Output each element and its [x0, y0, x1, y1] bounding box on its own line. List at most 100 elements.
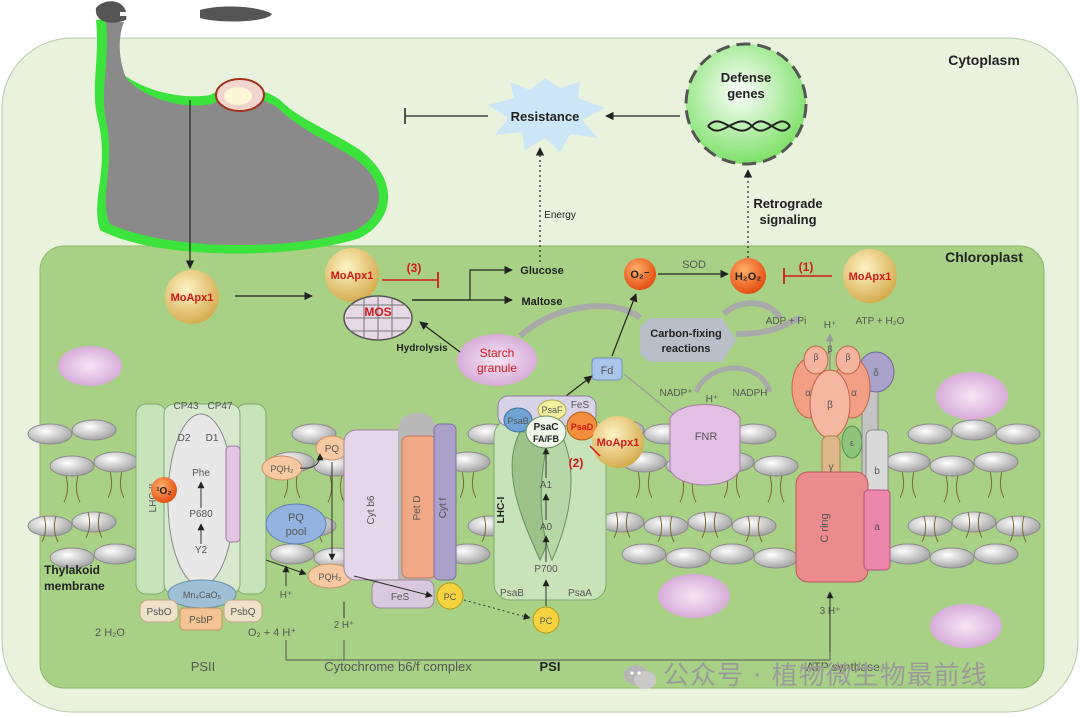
svg-text:Fd: Fd	[601, 365, 614, 377]
plastocyanin-2: PC	[532, 606, 560, 634]
cyt-2h-label: 2 H⁺	[334, 620, 355, 631]
svg-text:CP43: CP43	[173, 401, 198, 412]
wechat-icon	[624, 664, 656, 689]
singlet-oxygen	[151, 477, 177, 503]
lipid-head	[49, 455, 95, 477]
nadp-label: NADP⁺	[659, 388, 692, 399]
proton-gradient-line	[285, 640, 831, 661]
cytb6f-label: Cytochrome b6/f complex	[324, 659, 472, 674]
sod-label: SOD	[682, 259, 706, 271]
atp-h-label: H⁺	[824, 320, 837, 331]
vesicle	[930, 604, 1002, 648]
thylakoid-line1: Thylakoid	[44, 563, 100, 577]
maltose-label: Maltose	[522, 296, 563, 308]
lipid-head	[951, 511, 997, 533]
svg-text:β: β	[827, 400, 833, 411]
nadph-label: NADPH	[732, 388, 767, 399]
lipid-head	[753, 455, 799, 477]
cytochrome-b6f: Cyt b6 Pet D Cyt f FeS	[343, 412, 457, 609]
svg-text:CP47: CP47	[207, 401, 232, 412]
lipid-head	[71, 419, 117, 441]
svg-text:A1: A1	[540, 480, 553, 491]
chloroplast-label: Chloroplast	[945, 249, 1023, 265]
ferredoxin: Fd	[591, 357, 623, 381]
svg-text:C ring: C ring	[819, 513, 831, 542]
carbon-fixing-box: Carbon-fixing reactions	[640, 318, 736, 362]
arrow-starch-mos	[419, 321, 461, 353]
lipid-tail	[107, 471, 125, 499]
svg-text:P680: P680	[189, 509, 213, 520]
lipid-tail	[459, 471, 477, 499]
vesicle	[658, 574, 730, 618]
lipid-head	[49, 547, 95, 569]
svg-text:PsbO: PsbO	[146, 607, 171, 618]
atp-synthase-label: ATP synthase	[806, 660, 880, 674]
lipid-head	[665, 547, 711, 569]
svg-text:Carbon-fixing: Carbon-fixing	[650, 328, 722, 340]
svg-text:PQ: PQ	[288, 512, 304, 524]
defense-genes-nucleus: Defense genes	[684, 42, 808, 166]
lipid-head	[93, 451, 139, 473]
svg-text:H₂O₂: H₂O₂	[735, 271, 761, 283]
energy-label: Energy	[544, 210, 576, 221]
defense-genes-line1: Defense	[721, 70, 772, 85]
superoxide: O₂⁻	[624, 258, 656, 290]
lipid-tail	[943, 475, 961, 503]
svg-text:a: a	[874, 522, 880, 533]
svg-text:MoApx1: MoApx1	[849, 271, 892, 283]
pq-h-label: H⁺	[280, 590, 293, 601]
glucose-label: Glucose	[520, 265, 563, 277]
svg-text:β: β	[813, 352, 818, 362]
svg-text:α: α	[851, 388, 857, 399]
svg-text:MoApx1: MoApx1	[171, 292, 214, 304]
svg-text:Starch: Starch	[480, 346, 515, 360]
lipid-tail	[63, 475, 81, 503]
atp-3h-label: 3 H⁺	[820, 606, 841, 617]
arrow-carbon-starch	[517, 303, 643, 339]
psi-complex: PsaF FeS PsaB PsaC FA/FB PsaD A1 A0 P700…	[493, 395, 607, 601]
svg-text:α: α	[805, 388, 811, 399]
arrow-fd-o2	[611, 293, 638, 357]
lipid-head	[973, 543, 1019, 565]
svg-text:PsbP: PsbP	[189, 615, 213, 626]
lipid-head	[621, 543, 667, 565]
lipid-tail	[41, 515, 59, 543]
cytoplasm-label: Cytoplasm	[948, 52, 1020, 68]
thylakoid-line2: membrane	[44, 579, 105, 593]
lipid-tail	[701, 511, 719, 539]
watermark-text: 公众号 · 植物微生物最前线	[663, 661, 988, 691]
moapx1-left: MoApx1	[165, 270, 219, 324]
svg-text:P700: P700	[534, 564, 558, 575]
defense-genes-line2: genes	[727, 86, 765, 101]
lipid-head	[907, 423, 953, 445]
retrograde-line2: signaling	[759, 212, 816, 227]
svg-text:Mn₄CaO₅: Mn₄CaO₅	[183, 590, 222, 600]
svg-text:A0: A0	[540, 522, 553, 533]
hydrogen-peroxide: H₂O₂	[730, 258, 766, 294]
svg-text:PQH₂: PQH₂	[271, 464, 295, 474]
lipid-head	[995, 515, 1041, 537]
moapx1-mos: MoApx1	[325, 248, 379, 302]
psii-complex: CP43 CP47 D2 D1 Phe P680 Y2 Mn₄CaO₅ PsbO…	[135, 401, 267, 631]
svg-text:FeS: FeS	[391, 592, 410, 603]
lipid-tail	[657, 515, 675, 543]
lipid-head	[929, 547, 975, 569]
fungal-hypha	[94, 1, 389, 254]
plastoquinone: PQ PQH₂ PQ pool PQH₂	[261, 435, 353, 589]
svg-text:pool: pool	[286, 526, 307, 538]
moapx1-h2o2: MoApx1	[843, 249, 897, 303]
svg-text:PQH₂: PQH₂	[319, 572, 343, 582]
svg-text:PsbQ: PsbQ	[230, 607, 255, 618]
mark-3: (3)	[407, 261, 422, 275]
lipid-head	[885, 543, 931, 565]
lipid-head	[687, 511, 733, 533]
svg-text:LHC-I: LHC-I	[496, 496, 507, 523]
svg-text:PsaD: PsaD	[571, 422, 594, 432]
svg-text:Pet D: Pet D	[412, 495, 423, 520]
svg-text:b: b	[874, 466, 880, 477]
nadp-h-label: H⁺	[706, 394, 719, 405]
svg-text:ε: ε	[850, 438, 854, 448]
svg-text:reactions: reactions	[662, 343, 711, 355]
svg-text:MoApx1: MoApx1	[597, 437, 640, 449]
